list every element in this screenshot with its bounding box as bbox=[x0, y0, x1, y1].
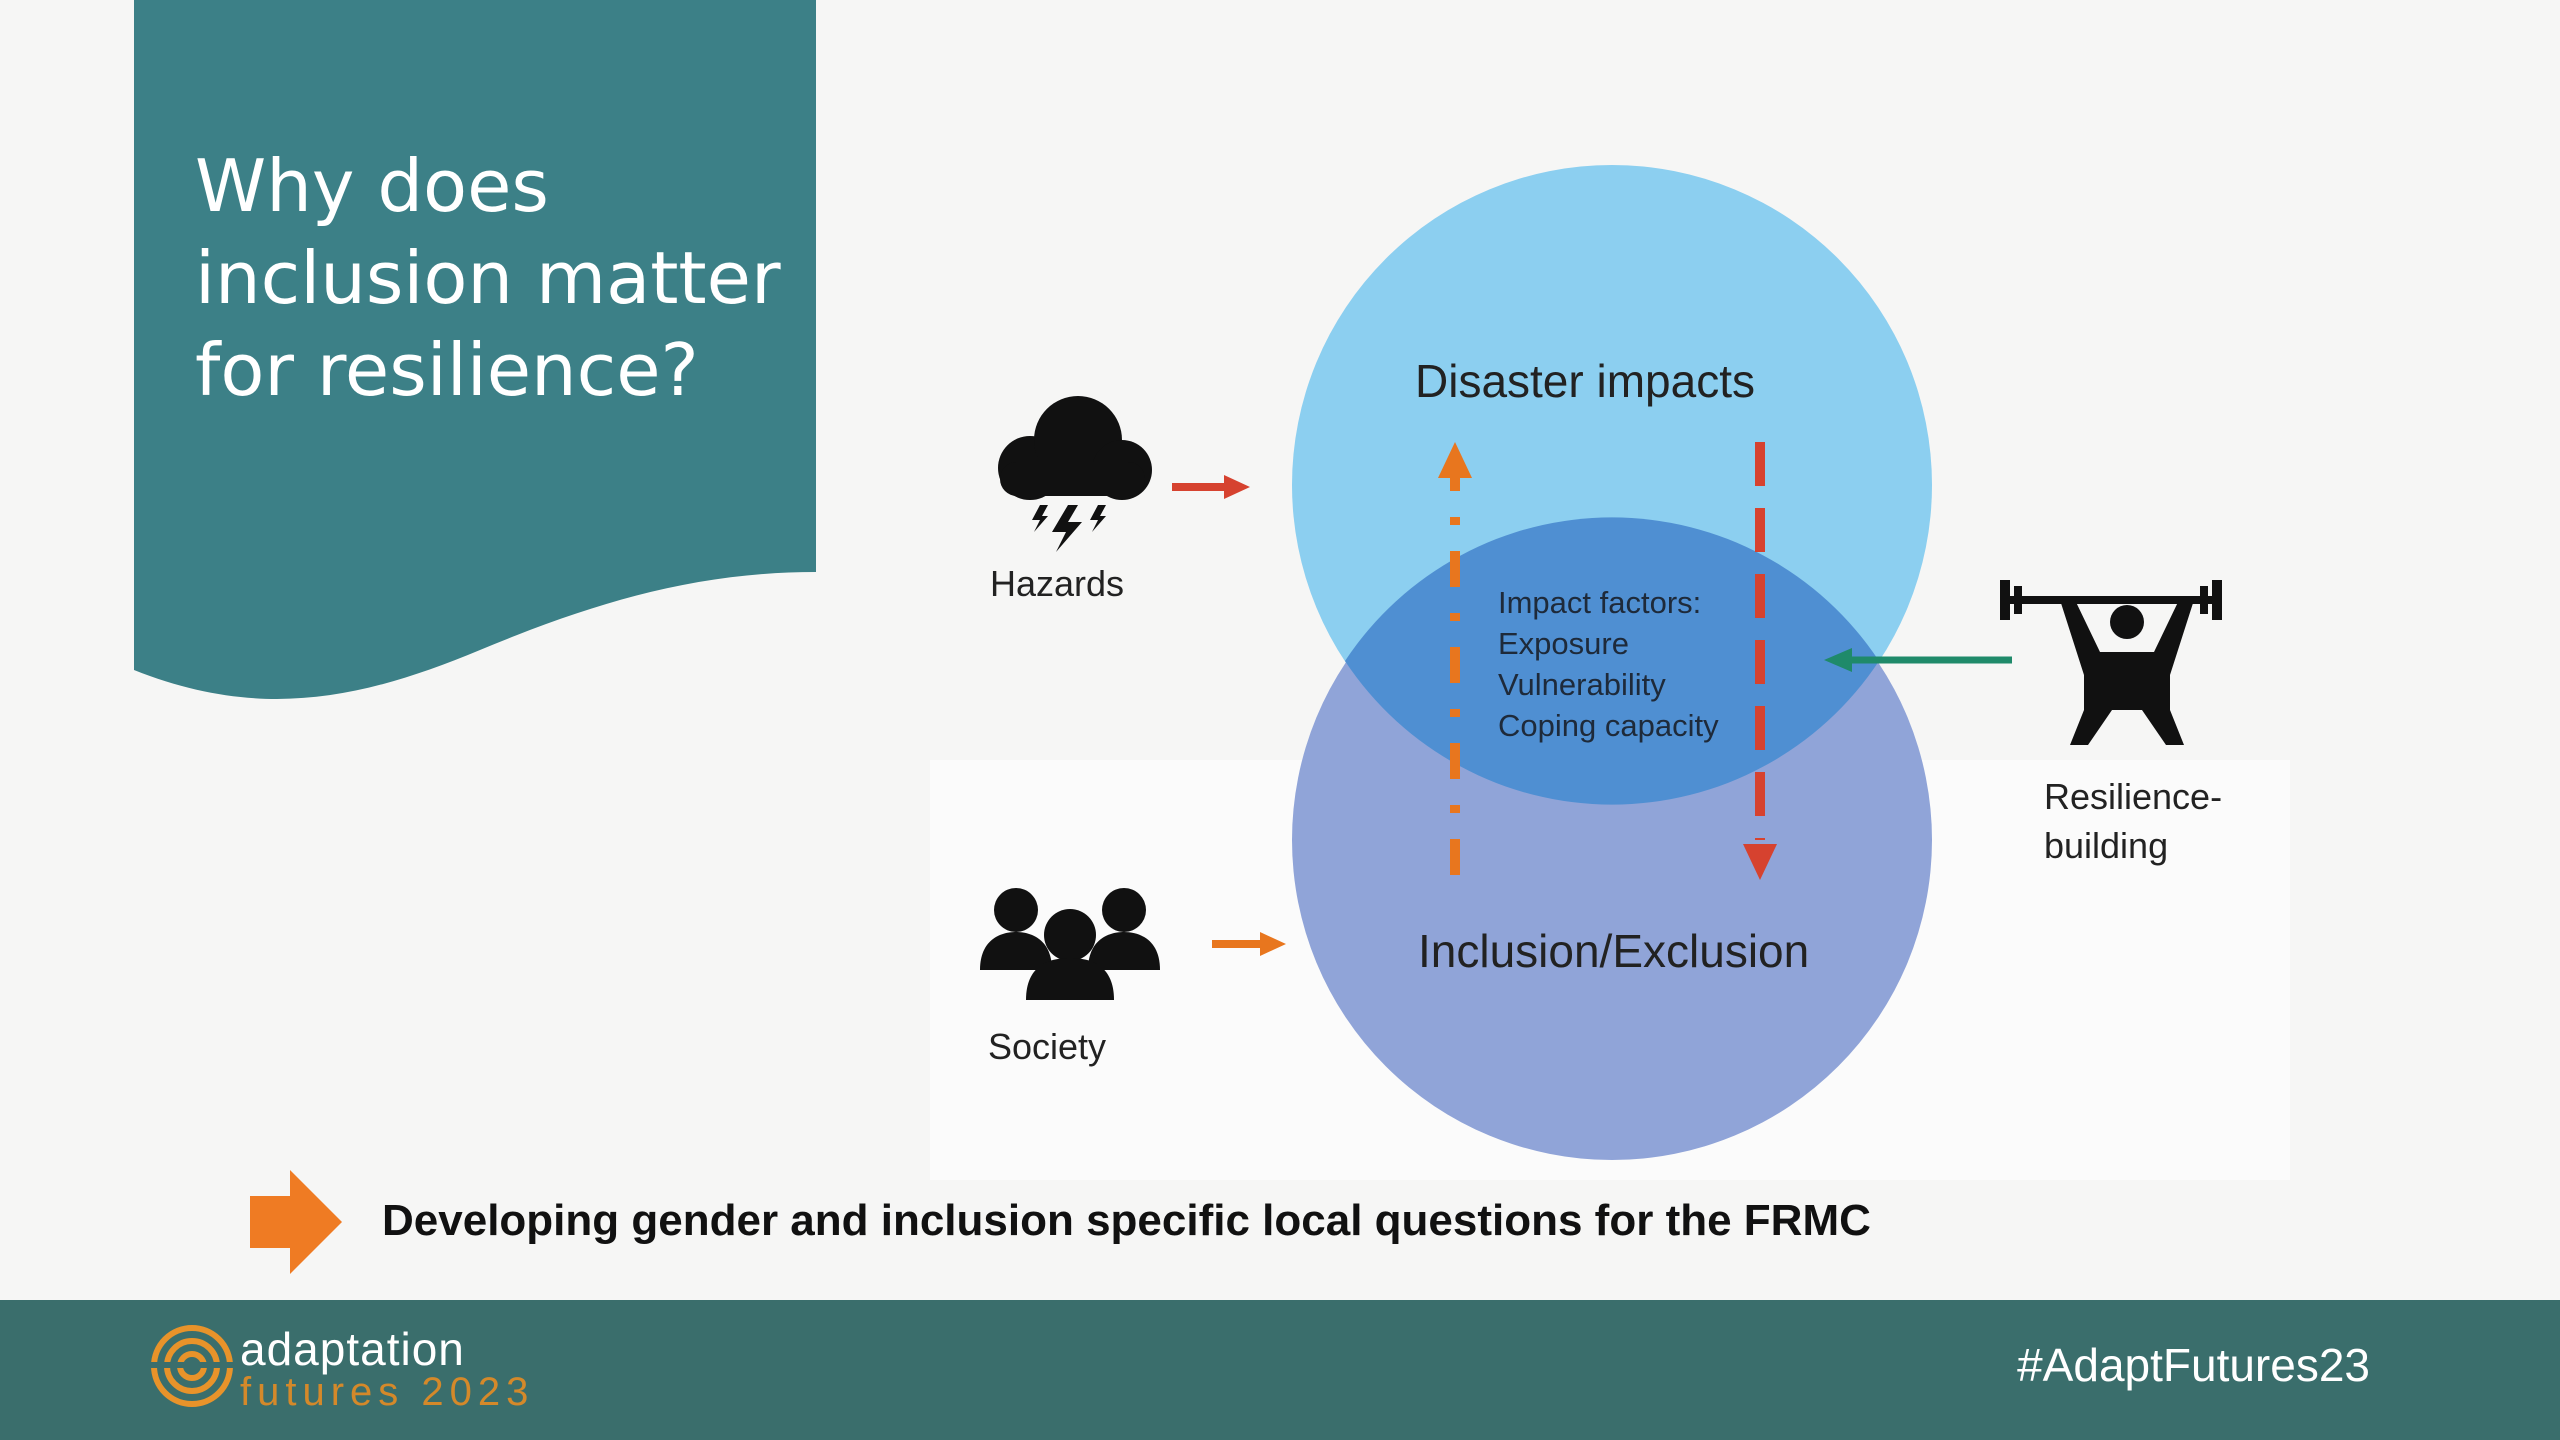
people-group-icon bbox=[980, 888, 1160, 1000]
bottom-statement: Developing gender and inclusion specific… bbox=[382, 1196, 1871, 1245]
top-circle-label: Disaster impacts bbox=[1415, 355, 1755, 407]
factor-exposure: Exposure bbox=[1498, 626, 1629, 661]
logo-line1: adaptation bbox=[240, 1323, 465, 1375]
society-arrow bbox=[1212, 932, 1286, 956]
weightlifter-icon bbox=[2000, 580, 2222, 745]
bottom-circle-label: Inclusion/Exclusion bbox=[1418, 925, 1810, 977]
adaptation-futures-logo-icon bbox=[148, 1325, 236, 1407]
resilience-label-line1: Resilience- bbox=[2044, 776, 2223, 817]
overlap-region bbox=[1345, 517, 1879, 805]
up-arrow bbox=[1438, 442, 1472, 875]
hashtag: #AdaptFutures23 bbox=[2017, 1339, 2370, 1391]
resilience-arrow bbox=[1824, 648, 2012, 672]
footer-bar bbox=[0, 1300, 2560, 1440]
logo-line2: futures 2023 bbox=[240, 1370, 535, 1414]
hazards-label: Hazards bbox=[990, 563, 1125, 604]
resilience-label: Resilience- building bbox=[2044, 772, 2222, 870]
factor-vulnerability: Vulnerability bbox=[1498, 667, 1666, 702]
impact-factors-list: Impact factors: Exposure Vulnerability C… bbox=[1498, 582, 1719, 746]
slide-title: Why does inclusion matter for resilience… bbox=[195, 144, 781, 412]
impact-factors-heading: Impact factors: bbox=[1498, 585, 1702, 620]
society-label: Society bbox=[988, 1026, 1107, 1067]
storm-cloud-icon bbox=[998, 396, 1152, 552]
resilience-label-line2: building bbox=[2044, 825, 2169, 866]
factor-coping-capacity: Coping capacity bbox=[1498, 708, 1719, 743]
orange-arrow-icon bbox=[250, 1170, 342, 1274]
hazards-arrow bbox=[1172, 475, 1250, 499]
down-arrow bbox=[1743, 442, 1777, 880]
